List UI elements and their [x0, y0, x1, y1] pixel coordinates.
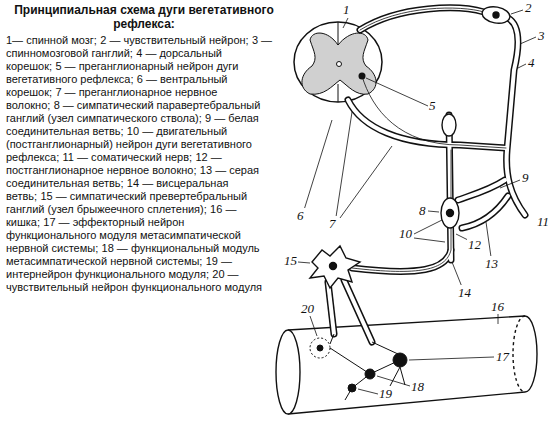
- callout-number: 8: [418, 203, 427, 218]
- leader-lines: [298, 10, 536, 394]
- callout-number: 20: [300, 301, 315, 316]
- callout-number: 5: [428, 98, 437, 113]
- nerves: [328, 8, 525, 342]
- callout-number: 2: [524, 0, 533, 15]
- intestine: [276, 316, 537, 414]
- callout-number: 12: [467, 237, 482, 252]
- callout-number: 19: [378, 386, 393, 401]
- callout-number: 1: [342, 2, 351, 17]
- ganglia: [310, 5, 511, 288]
- callout-number: 10: [398, 226, 413, 241]
- callout-number: 18: [410, 379, 425, 394]
- legend-item: 2 — чувствительный нейрон;: [100, 34, 248, 46]
- callout-number: 11: [536, 214, 550, 229]
- spinal-cord: [294, 22, 382, 102]
- callout-number: 14: [457, 285, 472, 300]
- legend-item: 1— спинной мозг;: [6, 34, 97, 46]
- callout-number: 6: [296, 208, 305, 223]
- legend-key: 1— спинной мозг;2 — чувствительный нейро…: [6, 34, 274, 294]
- metasympathetic-module: [310, 334, 407, 400]
- legend-item: 11 — соматический нерв;: [63, 151, 193, 163]
- callout-number: 16: [490, 299, 505, 314]
- callout-number: 4: [527, 55, 536, 70]
- callout-number: 9: [521, 170, 530, 185]
- callout-number: 7: [328, 216, 337, 231]
- callout-number: 15: [283, 253, 298, 268]
- callout-number: 13: [484, 256, 499, 271]
- diagram-title: Принципиальная схема дуги вегетативного …: [4, 3, 284, 31]
- callout-number: 3: [537, 28, 546, 43]
- callout-number: 17: [495, 349, 510, 364]
